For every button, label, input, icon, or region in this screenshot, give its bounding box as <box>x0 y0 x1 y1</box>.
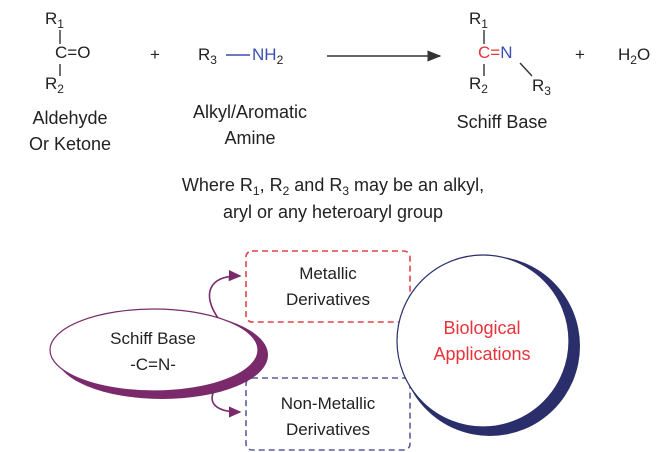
schiff-ellipse <box>49 308 259 392</box>
metallic-derivatives-box <box>245 250 411 323</box>
note-line-1: Where R1, R2 and R3 may be an alkyl, <box>182 175 484 198</box>
amine-nh2: NH2 <box>252 45 284 67</box>
schiff-base-product: R1 C=N R2 R3 <box>469 9 551 98</box>
amine-r3: R3 <box>198 45 217 67</box>
schiff-ellipse-line-2: -C=N- <box>130 355 176 374</box>
plus-sign-2: + <box>575 45 585 64</box>
non-metallic-line-1: Non-Metallic <box>281 394 376 413</box>
metallic-line-1: Metallic <box>299 264 357 283</box>
arrow-to-metallic <box>208 270 242 319</box>
product-r3: R3 <box>532 76 551 98</box>
bio-line-1: Biological <box>443 318 520 338</box>
product-core: C=N <box>478 43 513 62</box>
note-line-2: aryl or any heteroaryl group <box>223 202 443 222</box>
product-bond-n <box>519 62 533 77</box>
carbonyl-r1: R1 <box>45 9 64 31</box>
carbonyl-reactant: R1 C=O R2 <box>45 9 90 96</box>
label-amine: Amine <box>224 128 275 148</box>
plus-sign-1: + <box>150 45 160 64</box>
label-aldehyde: Aldehyde <box>32 108 107 128</box>
label-schiff-base: Schiff Base <box>457 112 548 132</box>
schiff-ellipse-line-1: Schiff Base <box>110 329 196 348</box>
non-metallic-line-2: Derivatives <box>286 420 370 439</box>
label-or-ketone: Or Ketone <box>29 134 111 154</box>
bio-circle <box>396 254 570 428</box>
label-alkyl-aromatic: Alkyl/Aromatic <box>193 102 307 122</box>
bio-line-2: Applications <box>433 344 530 364</box>
amine-reactant: R3 NH2 <box>198 45 284 67</box>
carbonyl-core: C=O <box>55 43 90 62</box>
product-r2: R2 <box>469 74 488 96</box>
carbonyl-r2: R2 <box>45 74 64 96</box>
metallic-line-2: Derivatives <box>286 290 370 309</box>
product-r1: R1 <box>469 9 488 31</box>
non-metallic-derivatives-box <box>245 377 411 451</box>
water: H2O <box>618 45 650 67</box>
